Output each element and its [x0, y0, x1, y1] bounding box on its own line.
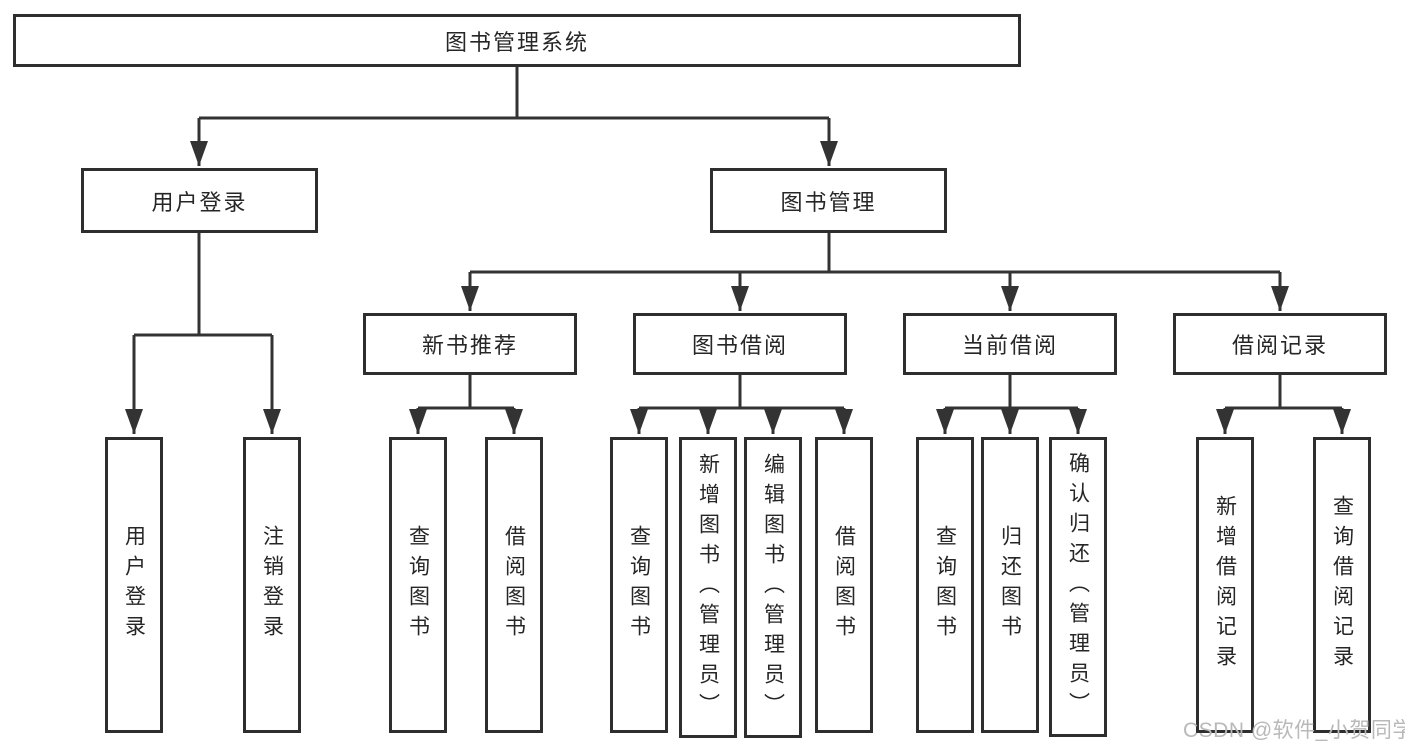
- leaf-edit-books-admin-label: 编辑图书（管理员）: [761, 452, 785, 723]
- leaf-query-books-recommend-label: 查询图书: [406, 525, 430, 645]
- csdn-watermark: CSDN @软件_小贺同学: [1183, 719, 1405, 742]
- connector-user-login-rail: [134, 233, 272, 337]
- node-user-login: 用户登录: [81, 168, 318, 233]
- leaf-query-borrow-record: 查询借阅记录: [1313, 437, 1371, 733]
- leaf-query-books-recommend: 查询图书: [389, 437, 447, 733]
- connector-current-borrow-rail: [945, 375, 1078, 410]
- node-current-borrowing: 当前借阅: [903, 313, 1117, 375]
- connector-book-borrow-rail: [639, 375, 844, 410]
- leaf-query-books-borrowing-label: 查询图书: [627, 525, 651, 645]
- leaf-return-books: 归还图书: [981, 437, 1039, 733]
- node-book-borrowing: 图书借阅: [633, 313, 847, 375]
- leaf-user-login: 用户登录: [105, 437, 163, 733]
- connector-root-rail: [199, 67, 829, 120]
- leaf-add-books-admin-label: 新增图书（管理员）: [696, 452, 720, 723]
- connector-borrow-records-rail: [1225, 375, 1342, 410]
- leaf-query-borrow-record-label: 查询借阅记录: [1330, 495, 1354, 675]
- connector-new-book-rail: [418, 375, 514, 410]
- leaf-borrow-books-borrowing-label: 借阅图书: [832, 525, 856, 645]
- leaf-borrow-books-recommend-label: 借阅图书: [502, 525, 526, 645]
- leaf-return-books-label: 归还图书: [998, 525, 1022, 645]
- leaf-logout: 注销登录: [243, 437, 301, 733]
- connector-book-management-rail: [470, 233, 1280, 274]
- leaf-confirm-return-admin-label: 确认归还（管理员）: [1066, 452, 1090, 722]
- leaf-add-borrow-record: 新增借阅记录: [1196, 437, 1254, 733]
- leaf-query-books-current: 查询图书: [916, 437, 974, 733]
- node-book-management: 图书管理: [710, 168, 947, 233]
- leaf-query-books-current-label: 查询图书: [933, 525, 957, 645]
- node-root: 图书管理系统: [13, 14, 1021, 67]
- node-borrowing-records: 借阅记录: [1173, 313, 1387, 375]
- leaf-borrow-books-recommend: 借阅图书: [485, 437, 543, 733]
- leaf-add-books-admin: 新增图书（管理员）: [679, 437, 737, 738]
- leaf-query-books-borrowing: 查询图书: [610, 437, 668, 733]
- leaf-edit-books-admin: 编辑图书（管理员）: [744, 437, 802, 738]
- leaf-user-login-label: 用户登录: [122, 525, 146, 645]
- leaf-confirm-return-admin: 确认归还（管理员）: [1049, 437, 1107, 737]
- leaf-add-borrow-record-label: 新增借阅记录: [1213, 495, 1237, 675]
- node-new-book-recommendation: 新书推荐: [363, 313, 577, 375]
- leaf-logout-label: 注销登录: [260, 525, 284, 645]
- leaf-borrow-books-borrowing: 借阅图书: [815, 437, 873, 733]
